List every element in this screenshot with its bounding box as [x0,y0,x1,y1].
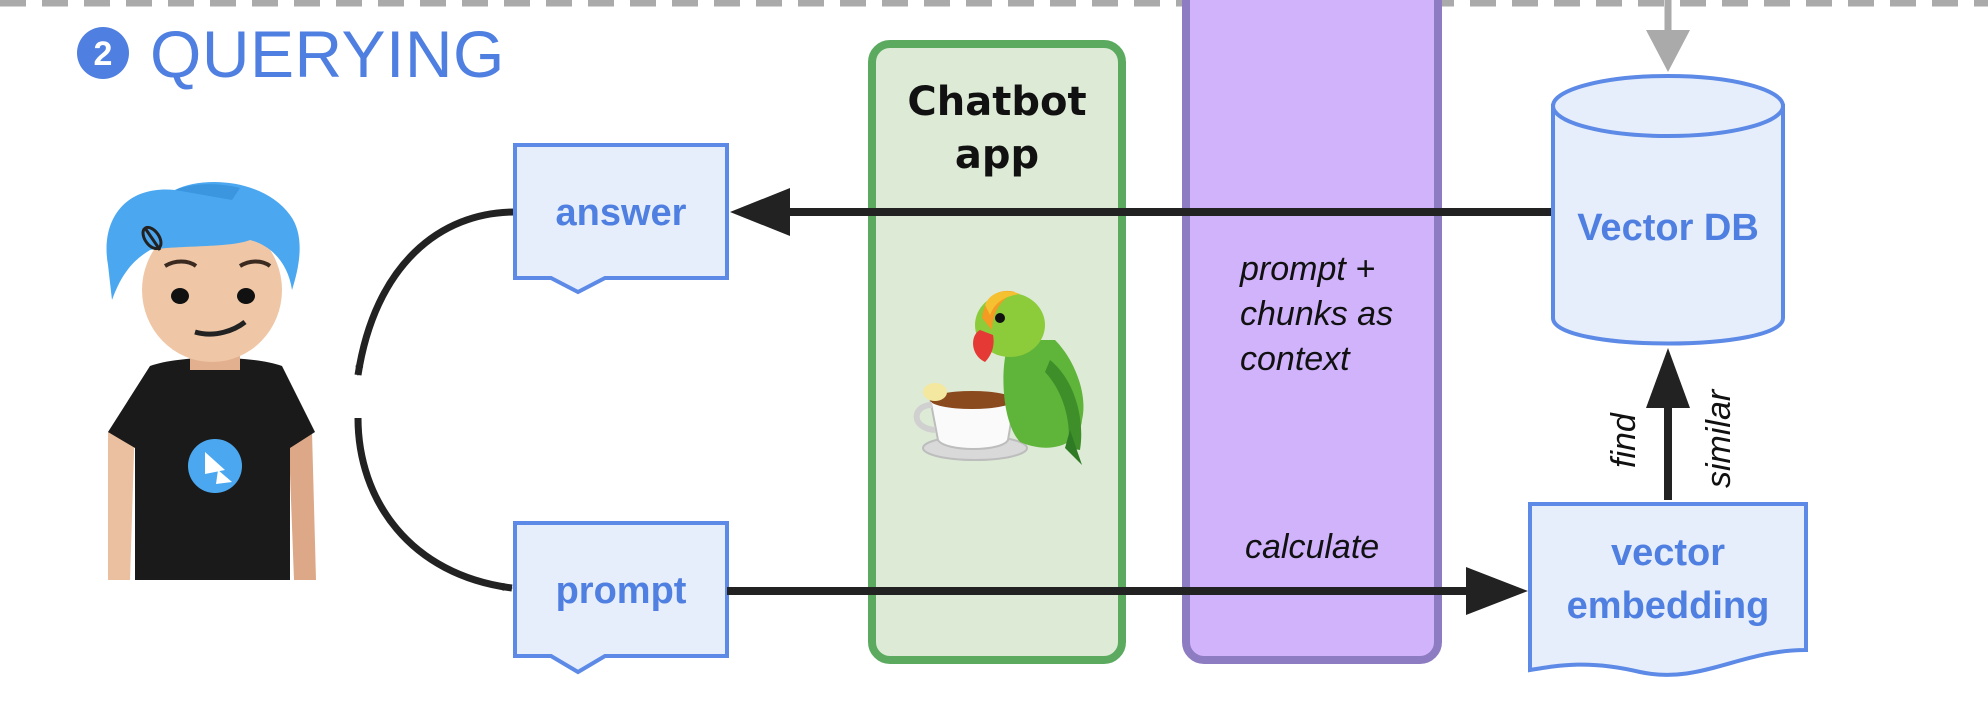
similar-label: similar [1700,388,1738,488]
vector-db-cylinder: Vector DB [1551,74,1785,346]
chatbot-app-label-line1: Chatbot [907,79,1086,125]
answer-callout-shape [513,143,729,295]
answer-box: answer [513,143,729,295]
section-number-badge [77,27,129,79]
llm-input-label-line3: context [1240,340,1351,378]
llm-box: prompt + chunks as context calculate [1182,0,1442,664]
vector-embedding-label-line2: embedding [1567,585,1770,627]
vector-db-top [1551,74,1785,138]
section-number: 2 [94,35,113,73]
section-title: QUERYING [150,17,505,91]
user-to-prompt-arrow [354,417,513,592]
answer-label: answer [556,192,687,234]
calculate-label: calculate [1245,528,1379,566]
answer-to-user-arrow [354,208,516,376]
llm-input-label-line2: chunks as [1240,295,1393,333]
vector-db-body [1551,104,1785,346]
parrot-with-tea-icon [913,290,1084,465]
prompt-box: prompt [513,521,729,675]
section-heading: 2 QUERYING [77,17,505,91]
vector-embedding-box: vector embedding [1528,502,1808,677]
prompt-callout-shape [513,521,729,675]
chatbot-app-box: Chatbot app [868,40,1126,664]
llm-input-label-line1: prompt + [1239,250,1375,288]
vector-db-label: Vector DB [1577,207,1759,249]
prompt-label: prompt [556,570,687,612]
incoming-index-arrowhead [1646,30,1690,72]
vector-embedding-shape [1528,502,1808,677]
vector-embedding-label-line1: vector [1611,532,1725,574]
prompt-to-embedding-arrowhead [1466,567,1528,615]
embedding-to-vectordb-arrowhead [1646,348,1690,408]
vectordb-to-answer-arrowhead [730,188,790,236]
find-label: find [1605,412,1643,468]
llm-frame [1182,0,1442,664]
user-avatar-icon [106,182,316,580]
chatbot-app-label-line2: app [955,132,1039,178]
